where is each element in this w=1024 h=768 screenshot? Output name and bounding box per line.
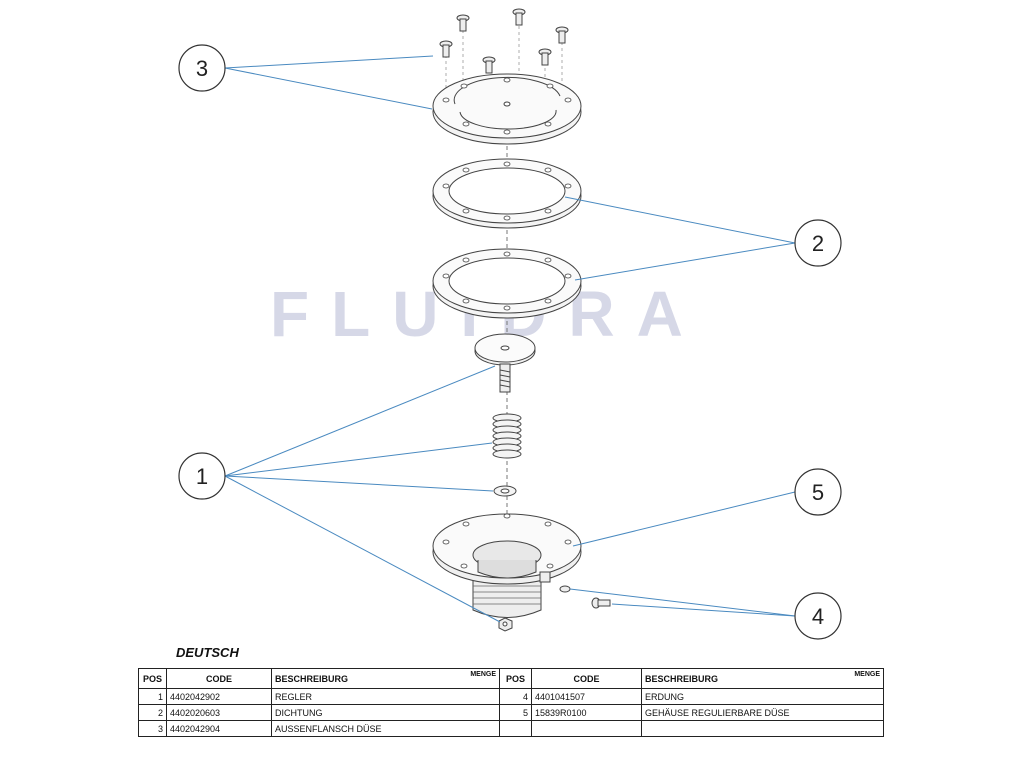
callout-2: 2 (794, 219, 842, 267)
cell-pos: 5 (499, 704, 532, 721)
cell-code (531, 720, 642, 737)
screw (555, 26, 569, 44)
cell-pos: 4 (499, 688, 532, 705)
cell-description (641, 720, 884, 737)
cell-code: 4402020603 (166, 704, 272, 721)
callout-1: 1 (178, 452, 226, 500)
screw (456, 14, 470, 32)
cell-code: 15839R0100 (531, 704, 642, 721)
grounding-parts (559, 585, 611, 609)
cell-pos: 1 (138, 688, 167, 705)
svg-text:2: 2 (812, 231, 824, 256)
cell-pos: 2 (138, 704, 167, 721)
outer-flange (432, 73, 582, 145)
header-qty: MENGE (470, 671, 496, 678)
header-code: CODE (166, 668, 272, 689)
cell-code: 4402042902 (166, 688, 272, 705)
callout-5: 5 (794, 468, 842, 516)
nozzle-housing (432, 513, 582, 618)
header-qty: MENGE (854, 671, 880, 678)
gasket-upper (432, 158, 582, 229)
screw (538, 48, 552, 66)
screw (512, 8, 526, 26)
screw (439, 40, 453, 58)
regulator-stem (499, 363, 511, 393)
table-row: 2 4402020603 DICHTUNG 5 15839R0100 GEHÄU… (138, 704, 884, 721)
cell-pos: 3 (138, 720, 167, 737)
svg-text:1: 1 (196, 464, 208, 489)
cell-description: DICHTUNG (271, 704, 500, 721)
cell-description: ERDUNG (641, 688, 884, 705)
callout-4: 4 (794, 592, 842, 640)
cell-description: GEHÄUSE REGULIERBARE DÜSE (641, 704, 884, 721)
gasket-lower (432, 248, 582, 319)
exploded-parts-diagram: FLUIDRA (178, 8, 842, 640)
cell-code: 4401041507 (531, 688, 642, 705)
callout-3: 3 (178, 44, 226, 92)
header-pos: POS (499, 668, 532, 689)
table-row: 1 4402042902 REGLER 4 4401041507 ERDUNG (138, 688, 884, 705)
header-code: CODE (531, 668, 642, 689)
nut (498, 617, 513, 632)
svg-text:4: 4 (812, 604, 824, 629)
cell-code: 4402042904 (166, 720, 272, 737)
washer (493, 485, 517, 497)
spring (492, 413, 522, 459)
screw (482, 56, 496, 74)
svg-text:3: 3 (196, 56, 208, 81)
flange-screws (439, 8, 569, 74)
leader-lines (224, 55, 796, 623)
cell-description: AUSSENFLANSCH DÜSE (271, 720, 500, 737)
cell-description: REGLER (271, 688, 500, 705)
svg-text:5: 5 (812, 480, 824, 505)
header-pos: POS (138, 668, 167, 689)
section-title: DEUTSCH (176, 645, 239, 660)
regulator-disc (474, 333, 536, 366)
table-row: 3 4402042904 AUSSENFLANSCH DÜSE (138, 720, 884, 737)
cell-pos (499, 720, 532, 737)
